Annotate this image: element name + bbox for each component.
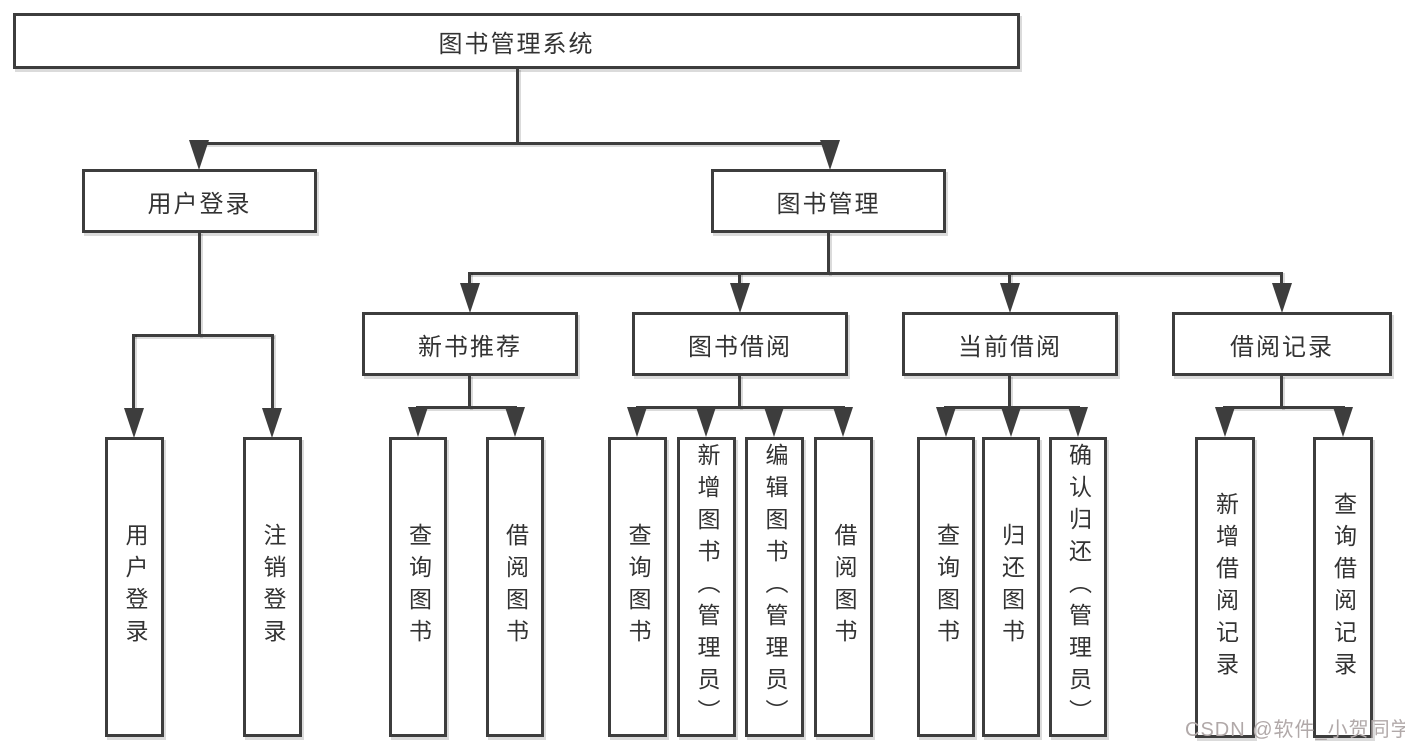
arrow-to-book-borrow xyxy=(730,283,750,313)
arrow-to-book-management xyxy=(820,140,840,170)
node-label: 用户登录 xyxy=(147,190,252,218)
connector-user-login-drop-right xyxy=(271,334,274,410)
node-label: 图书管理系统 xyxy=(438,30,595,58)
leaf-label: 注销登录 xyxy=(260,523,286,651)
arrow-to-confirm-return xyxy=(1068,407,1088,437)
leaf-label: 新增借阅记录 xyxy=(1212,491,1239,684)
connector-stub-new-book xyxy=(468,272,471,286)
leaf-query-borrow-record: 查询借阅记录 xyxy=(1313,437,1373,738)
leaf-label: 确认归还（管理员） xyxy=(1065,443,1092,731)
connector-user-login-bar xyxy=(132,334,274,337)
connector-root-trunk xyxy=(516,69,519,143)
node-borrow-records: 借阅记录 xyxy=(1172,312,1392,376)
node-new-book-recommend: 新书推荐 xyxy=(362,312,578,376)
node-book-management: 图书管理 xyxy=(711,169,946,233)
leaf-label: 用户登录 xyxy=(122,523,148,651)
node-label: 借阅记录 xyxy=(1230,333,1334,361)
arrow-to-new-book-recommend xyxy=(460,283,480,313)
arrow-to-current-borrow xyxy=(1000,283,1020,313)
connector-book-borrow-bar xyxy=(636,406,845,409)
leaf-edit-books-admin: 编辑图书（管理员） xyxy=(745,437,804,737)
node-current-borrow: 当前借阅 xyxy=(902,312,1118,376)
leaf-query-books-recommend: 查询图书 xyxy=(389,437,447,737)
leaf-borrow-books: 借阅图书 xyxy=(814,437,873,737)
leaf-label: 查询图书 xyxy=(405,523,432,651)
arrow-to-edit-books xyxy=(764,407,784,437)
leaf-label: 借阅图书 xyxy=(502,523,529,651)
arrow-to-return-books xyxy=(1001,407,1021,437)
node-label: 新书推荐 xyxy=(418,333,522,361)
arrow-to-add-borrow-record xyxy=(1215,407,1235,437)
leaf-logout: 注销登录 xyxy=(243,437,302,737)
connector-user-login-trunk xyxy=(198,233,201,337)
connector-root-bar xyxy=(198,142,831,145)
arrow-to-user-login xyxy=(189,140,209,170)
connector-borrow-records-trunk xyxy=(1280,376,1283,409)
arrow-to-add-books xyxy=(696,407,716,437)
connector-stub-current-borrow xyxy=(1008,272,1011,286)
node-book-borrow: 图书借阅 xyxy=(632,312,848,376)
leaf-query-books-current: 查询图书 xyxy=(917,437,975,737)
leaf-add-books-admin: 新增图书（管理员） xyxy=(677,437,736,737)
leaf-label: 查询图书 xyxy=(933,523,960,651)
leaf-return-books: 归还图书 xyxy=(982,437,1040,737)
arrow-to-borrow-books-2 xyxy=(833,407,853,437)
connector-borrow-records-bar xyxy=(1223,406,1345,409)
leaf-label: 新增图书（管理员） xyxy=(694,443,720,731)
leaf-user-login: 用户登录 xyxy=(105,437,164,737)
connector-new-book-trunk xyxy=(468,376,471,409)
connector-book-borrow-trunk xyxy=(738,376,741,409)
node-user-login: 用户登录 xyxy=(82,169,317,233)
leaf-add-borrow-record: 新增借阅记录 xyxy=(1195,437,1255,738)
node-label: 当前借阅 xyxy=(958,333,1062,361)
connector-new-book-bar xyxy=(416,406,517,409)
arrow-to-leaf-user-login xyxy=(124,408,144,438)
connector-book-mgmt-trunk xyxy=(827,233,830,275)
arrow-to-query-books-3 xyxy=(936,407,956,437)
leaf-label: 查询图书 xyxy=(625,523,651,651)
leaf-label: 编辑图书（管理员） xyxy=(762,443,788,731)
arrow-to-query-books-2 xyxy=(627,407,647,437)
leaf-confirm-return-admin: 确认归还（管理员） xyxy=(1049,437,1107,737)
leaf-label: 借阅图书 xyxy=(831,523,857,651)
arrow-to-borrow-records xyxy=(1272,283,1292,313)
leaf-label: 归还图书 xyxy=(998,523,1025,651)
connector-user-login-drop-left xyxy=(132,334,135,410)
node-label: 图书管理 xyxy=(776,190,881,218)
watermark: CSDN @软件_小贺同学 xyxy=(1185,719,1405,741)
leaf-label: 查询借阅记录 xyxy=(1330,491,1357,684)
arrow-to-query-books-1 xyxy=(408,407,428,437)
connector-stub-borrow-records xyxy=(1280,272,1283,286)
arrow-to-borrow-books-1 xyxy=(505,407,525,437)
leaf-borrow-books-recommend: 借阅图书 xyxy=(486,437,544,737)
connector-book-mgmt-bar xyxy=(469,272,1282,275)
connector-stub-book-borrow xyxy=(738,272,741,286)
node-label: 图书借阅 xyxy=(688,333,792,361)
arrow-to-query-borrow-record xyxy=(1333,407,1353,437)
connector-current-borrow-trunk xyxy=(1008,376,1011,409)
node-system-root: 图书管理系统 xyxy=(13,13,1020,69)
leaf-query-books-borrow: 查询图书 xyxy=(608,437,667,737)
arrow-to-leaf-logout xyxy=(262,408,282,438)
